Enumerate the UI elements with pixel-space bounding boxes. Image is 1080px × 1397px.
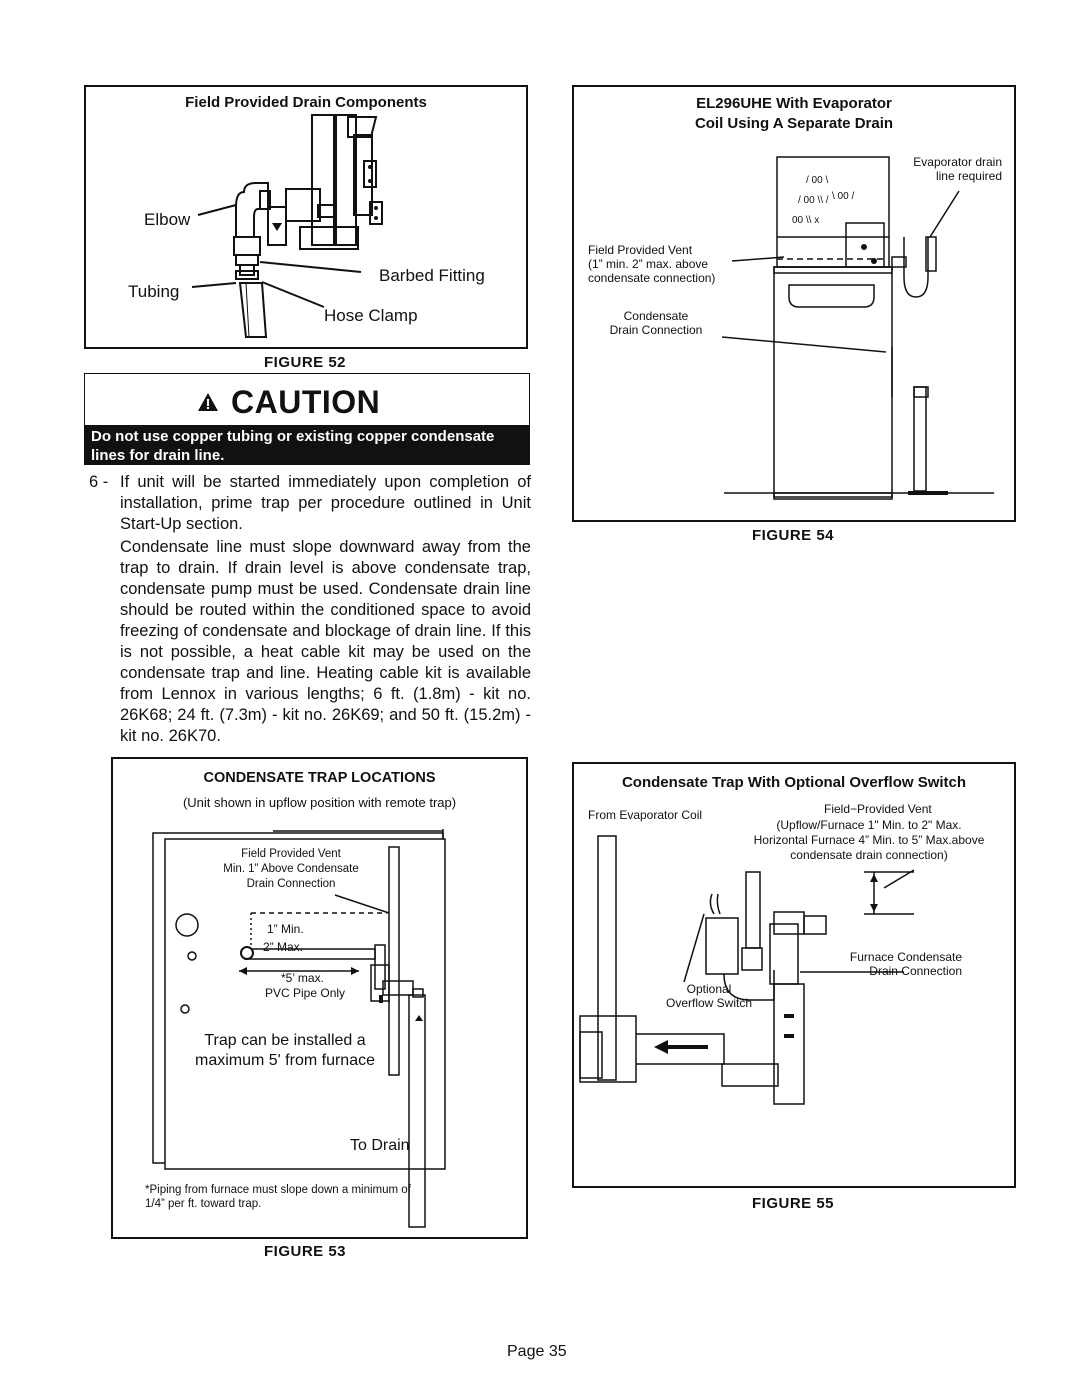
pvc-pipe-label: PVC Pipe Only <box>265 986 346 1000</box>
figure-54-caption: FIGURE 54 <box>752 527 835 544</box>
figure-54-title: EL296UHE With Evaporator Coil Using A Se… <box>694 95 894 132</box>
caution-heading: CAUTION <box>231 383 381 420</box>
overflow-switch-illustration <box>579 835 915 1105</box>
figure-52-title: Field Provided Drain Components <box>185 94 427 111</box>
figure-52-caption: FIGURE 52 <box>264 354 347 371</box>
figure-53-footnote: *Piping from furnace must slope down a m… <box>145 1184 411 1210</box>
svg-text:\ 00 /: \ 00 / <box>832 191 854 202</box>
svg-text:/ 00 \\ /: / 00 \\ / <box>798 195 829 206</box>
trap-vent-label: Field Provided Vent Min. 1” Above Conden… <box>223 848 359 890</box>
evaporator-drain-label: Evaporator drain line required <box>913 155 1002 183</box>
trap-note: Trap can be installed a maximum 5' from … <box>195 1032 375 1069</box>
optional-overflow-label: Optional Overflow Switch <box>665 982 753 1010</box>
to-drain-label: To Drain <box>350 1137 410 1154</box>
evaporator-furnace-illustration: / 00 \ / 00 \\ / 00 \\ x \ 00 / <box>721 156 994 500</box>
caution-message: Do not use copper tubing or existing cop… <box>85 425 529 465</box>
drain-components-illustration <box>191 114 383 338</box>
figure-55-title: Condensate Trap With Optional Overflow S… <box>621 774 967 791</box>
figure-52-panel: Field Provided Drain Components <box>84 85 528 349</box>
barbed-fitting-label: Barbed Fitting <box>379 266 485 285</box>
page-number: Page 35 <box>507 1343 567 1360</box>
figure-53-panel: CONDENSATE TRAP LOCATIONS (Unit shown in… <box>111 757 528 1239</box>
step-6-number: 6 - <box>89 473 109 491</box>
figure-55-caption: FIGURE 55 <box>752 1195 835 1212</box>
five-foot-max-label: *5’ max. <box>281 971 324 985</box>
two-inch-max-label: 2” Max. <box>263 940 304 954</box>
hose-clamp-label: Hose Clamp <box>324 306 418 325</box>
figure-54-panel: EL296UHE With Evaporator Coil Using A Se… <box>572 85 1016 522</box>
fig55-vent-label: Field−Provided Vent <box>824 802 932 816</box>
caution-heading-row: CAUTION <box>197 382 380 422</box>
from-evaporator-label: From Evaporator Coil <box>588 808 703 822</box>
fig54-condensate-label: Condensate Drain Connection <box>609 309 703 337</box>
one-inch-min-label: 1” Min. <box>267 922 304 936</box>
fig55-vent-detail: (Upflow/Furnace 1" Min. to 2" Max. Horiz… <box>753 818 985 862</box>
svg-text:/ 00 \: / 00 \ <box>806 175 828 186</box>
figure-55-panel: Condensate Trap With Optional Overflow S… <box>572 762 1016 1188</box>
tubing-label: Tubing <box>128 282 180 301</box>
warning-triangle-icon <box>198 393 218 411</box>
figure-53-caption: FIGURE 53 <box>264 1243 347 1260</box>
fig54-vent-label: Field Provided Vent (1” min. 2” max. abo… <box>588 243 716 285</box>
caution-box: CAUTION Do not use copper tubing or exis… <box>84 373 530 465</box>
trap-locations-illustration <box>152 829 446 1228</box>
step-6-text: If unit will be started immediately upon… <box>120 473 531 533</box>
svg-text:00 \\ x: 00 \\ x <box>792 215 819 226</box>
condensate-paragraph: Condensate line must slope downward away… <box>120 538 531 745</box>
furnace-condensate-label: Furnace Condensate Drain Connection <box>849 950 962 978</box>
figure-53-subtitle: (Unit shown in upflow position with remo… <box>182 795 457 810</box>
figure-53-title: CONDENSATE TRAP LOCATIONS <box>203 770 436 786</box>
elbow-label: Elbow <box>144 210 191 229</box>
